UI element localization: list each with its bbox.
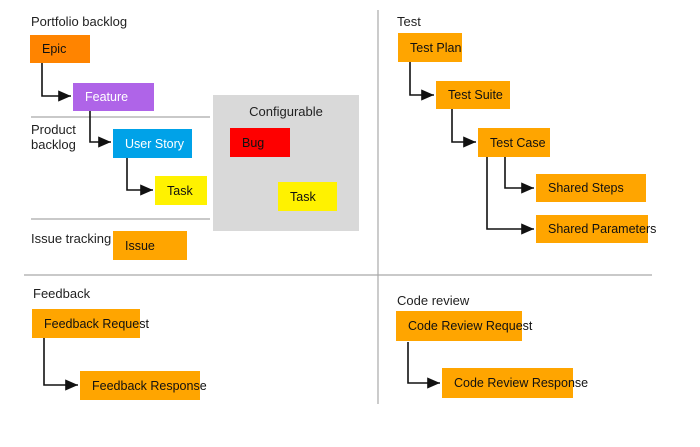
issue-tracking-heading: Issue tracking — [31, 231, 112, 246]
node-task: Task — [155, 176, 207, 205]
configurable-heading: Configurable — [249, 104, 323, 119]
node-bug: Bug — [230, 128, 290, 157]
arrow-feedback-request-response — [43, 338, 78, 391]
node-code-review-response: Code Review Response — [442, 368, 588, 398]
node-code-review-request: Code Review Request — [396, 311, 532, 341]
node-epic: Epic — [30, 35, 90, 63]
node-issue: Issue — [113, 231, 187, 260]
node-feedback-request: Feedback Request — [32, 309, 149, 338]
product-backlog-line2: backlog — [31, 137, 76, 152]
portfolio-backlog-heading: Portfolio backlog — [31, 14, 128, 29]
node-feature: Feature — [73, 83, 154, 111]
arrow-test-suite-test-case — [451, 109, 476, 148]
node-test-case: Test Case — [478, 128, 550, 157]
arrow-feature-user-story — [89, 111, 111, 148]
node-shared-parameters: Shared Parameters — [536, 215, 656, 243]
node-task-configurable: Task — [278, 182, 337, 211]
arrow-test-case-shared-parameters — [486, 157, 534, 235]
code-review-heading: Code review — [397, 293, 470, 308]
test-heading: Test — [397, 14, 421, 29]
product-backlog-heading: Product backlog — [31, 122, 76, 152]
node-feedback-response: Feedback Response — [80, 371, 207, 400]
node-user-story: User Story — [113, 129, 192, 158]
arrow-user-story-task — [126, 158, 153, 196]
arrow-epic-feature — [41, 63, 71, 102]
arrow-test-case-shared-steps — [504, 157, 534, 194]
product-backlog-line1: Product — [31, 122, 76, 137]
arrow-code-review-request-response — [407, 342, 440, 389]
node-test-plan: Test Plan — [398, 33, 462, 62]
feedback-heading: Feedback — [33, 286, 91, 301]
node-shared-steps: Shared Steps — [536, 174, 646, 202]
node-test-suite: Test Suite — [436, 81, 510, 109]
arrow-test-plan-test-suite — [409, 62, 434, 101]
